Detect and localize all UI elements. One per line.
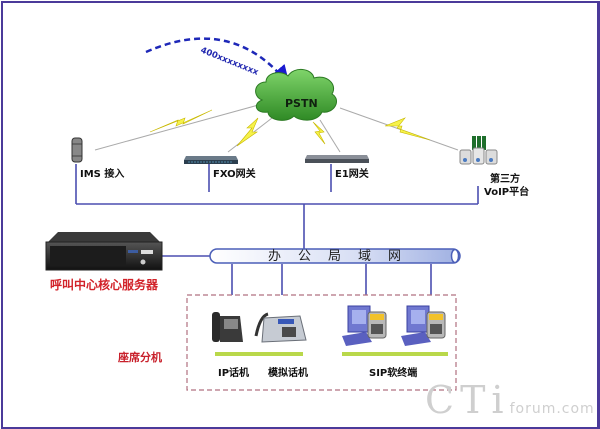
ims-label: IMS 接入 bbox=[80, 169, 125, 180]
pstn-label: PSTN bbox=[285, 97, 318, 110]
watermark-suffix: forum.com bbox=[509, 401, 595, 417]
voip-platform-label-1: 第三方 bbox=[490, 174, 520, 185]
core-server-icon bbox=[45, 232, 163, 271]
e1-gateway-icon bbox=[305, 155, 369, 163]
sip-group-bar bbox=[342, 352, 448, 356]
link-ims-pstn bbox=[94, 103, 263, 151]
network-bus-lines bbox=[75, 164, 479, 295]
ip-phone-label: IP话机 bbox=[218, 368, 250, 379]
fxo-gateway-label: FXO网关 bbox=[213, 169, 256, 180]
phone-group-bar bbox=[215, 352, 303, 356]
sip-softphone-icon-1 bbox=[342, 305, 387, 346]
sip-softphone-icon-2 bbox=[401, 305, 446, 346]
link-e1-pstn bbox=[319, 119, 341, 153]
lightning-icon bbox=[149, 109, 431, 147]
dial-arc-arrow bbox=[145, 37, 290, 86]
office-lan-pipe bbox=[209, 248, 461, 264]
dial-number-label: 400xxxxxxxx bbox=[199, 46, 260, 79]
voip-platform-label-2: VoIP平台 bbox=[484, 187, 530, 198]
analog-phone-label: 模拟话机 bbox=[268, 368, 308, 379]
fxo-gateway-icon bbox=[184, 156, 238, 164]
ip-phone-icon bbox=[212, 312, 243, 342]
pstn-cloud-icon bbox=[255, 69, 337, 121]
ims-device-icon bbox=[71, 137, 83, 163]
e1-gateway-label: E1网关 bbox=[335, 169, 369, 180]
office-lan-label: 办公局域网 bbox=[268, 249, 419, 264]
analog-phone-icon bbox=[254, 312, 307, 343]
watermark-main: CTi bbox=[425, 378, 510, 422]
seat-area-dashed-box bbox=[186, 294, 457, 391]
core-server-label: 呼叫中心核心服务器 bbox=[50, 278, 159, 292]
seats-label: 座席分机 bbox=[118, 351, 162, 364]
watermark: CTiforum.com bbox=[425, 378, 595, 422]
sip-softphone-label: SIP软终端 bbox=[369, 368, 418, 379]
voip-platform-icon bbox=[459, 136, 498, 165]
